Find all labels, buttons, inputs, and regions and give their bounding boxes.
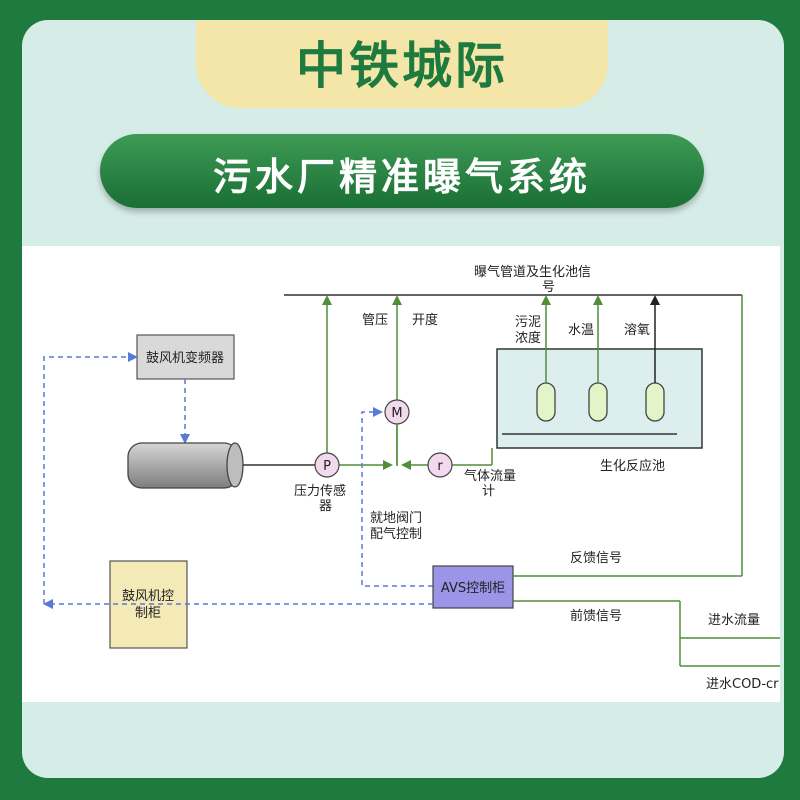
avs-cabinet [432,565,514,609]
cod-label: 进水COD-cr [706,677,779,692]
aeration-diagram: 曝气管道及生化池信 号 管压 开度 生化反应池 污泥 浓度 水温 溶氧 鼓风机变… [22,246,780,702]
sludge-label-cont: 浓度 [515,330,541,346]
valve-label: 就地阀门 [370,511,422,526]
temp-probe [588,382,608,422]
pressure-sensor-label: 压力传感 [294,483,346,499]
motor-symbol: M [391,406,402,421]
pressure-sensor-label-cont: 器 [319,499,332,514]
signal-bus-label: 曝气管道及生化池信 [474,264,591,280]
valve-label-cont: 配气控制 [370,526,422,542]
opening-label: 开度 [412,312,438,328]
gas-flow-label-cont: 计 [482,484,495,499]
blower-end-cap [226,442,244,488]
feedforward-label: 前馈信号 [570,608,622,624]
pressure-symbol: P [323,459,331,474]
title-banner [100,134,704,208]
feedback-label: 反馈信号 [570,551,622,566]
brand-title: 中铁城际 [296,37,508,95]
bio-tank-label: 生化反应池 [600,458,665,474]
page-title: 污水厂精准曝气系统 [212,155,591,199]
pipe-pressure-label: 管压 [362,313,388,328]
gas-flow-label: 气体流量 [464,468,516,484]
gas-flow-meter [427,452,453,478]
sludge-label: 污泥 [515,315,541,330]
blower-cabinet-label: 鼓风机控 [122,589,174,604]
inflow-label: 进水流量 [708,613,760,628]
blower-vfd-label: 鼓风机变频器 [146,350,224,366]
brand-tab [196,20,608,108]
cabinet-to-vfd-link [43,352,138,604]
do-label: 溶氧 [624,323,650,338]
flow-symbol: r [437,459,443,474]
sludge-probe [536,382,556,422]
signal-bus-label-cont: 号 [542,280,555,295]
pressure-sensor [314,452,340,478]
avs-to-valve-link [361,407,433,587]
do-probe [645,382,665,422]
blower-cabinet-label-cont: 制柜 [135,606,161,621]
avs-cabinet-label: AVS控制柜 [441,581,505,596]
water-temp-label: 水温 [568,323,594,338]
blower-vfd-box [136,334,235,380]
blower [127,442,239,489]
blower-cabinet [109,560,188,649]
